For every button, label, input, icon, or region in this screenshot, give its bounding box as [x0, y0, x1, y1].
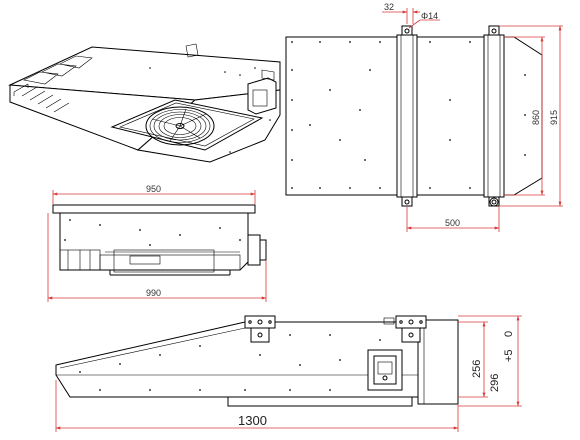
dim-tolerance-minus: 0: [503, 331, 515, 337]
dim-overall-height-296: 296: [489, 374, 501, 392]
dim-tolerance-plus: +5: [503, 349, 515, 362]
side-bracket-right: [395, 315, 427, 343]
dim-overall-length: 1300: [238, 413, 267, 428]
dim-height-256: 256: [471, 360, 483, 378]
isometric-view: [8, 43, 281, 163]
side-rivets: [79, 334, 381, 391]
top-view: 32 Φ14 860 915 500: [285, 2, 563, 232]
dim-bracket-spacing: 500: [445, 218, 460, 228]
dim-hole-diameter: Φ14: [421, 11, 438, 21]
side-bracket-left: [244, 315, 276, 343]
fan-icon: [145, 106, 215, 146]
dim-top-offset: 32: [384, 2, 394, 12]
dim-bottom-width: 990: [146, 288, 161, 298]
iso-rivets: [149, 67, 271, 153]
front-view: 950 990: [47, 184, 267, 302]
electrical-box: [367, 349, 403, 391]
side-view: 1300 256 296 +5 0: [55, 315, 522, 432]
dim-overall-height-915: 915: [549, 110, 559, 125]
dim-top-width: 950: [146, 184, 161, 194]
front-rivets: [64, 219, 241, 246]
top-rivets: [291, 41, 526, 189]
dim-height-860: 860: [531, 110, 541, 125]
